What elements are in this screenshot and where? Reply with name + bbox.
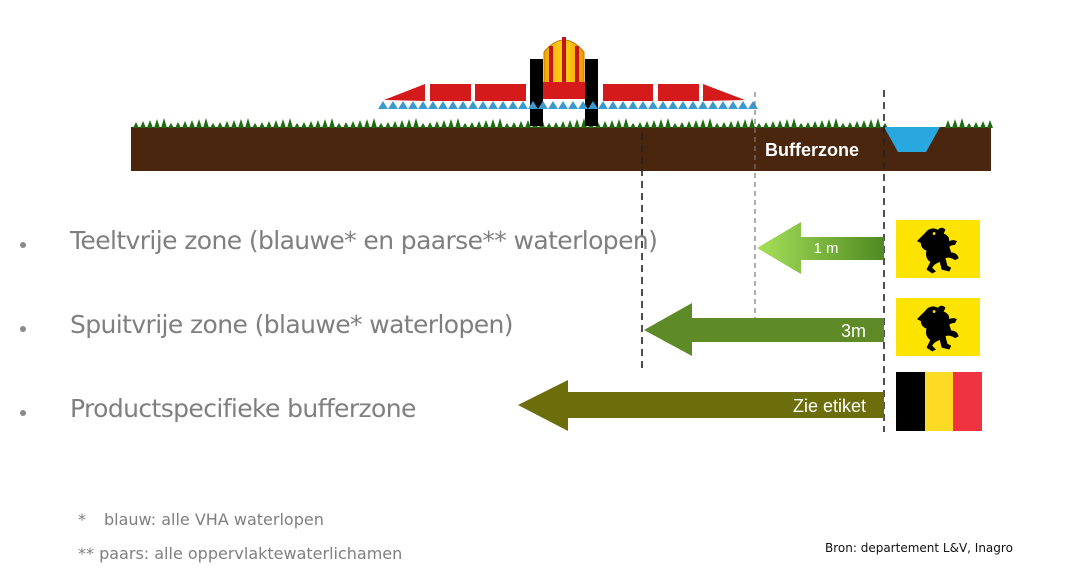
bullet-dot xyxy=(20,410,26,416)
belgium-flag-icon xyxy=(896,372,982,431)
arrow-3m xyxy=(644,303,884,356)
bullet-row-productspecifiek: Productspecifieke bufferzone xyxy=(0,394,700,434)
flanders-lion-flag-icon xyxy=(896,298,980,356)
bullet-text: Spuitvrije zone (blauwe* waterlopen) xyxy=(70,310,514,339)
source-credit: Bron: departement L&V, Inagro xyxy=(825,541,1013,555)
footnote-blauw: * blauw: alle VHA waterlopen xyxy=(78,510,324,529)
bufferzone-label: Bufferzone xyxy=(765,140,859,160)
arrow-product xyxy=(518,380,884,431)
sprayer-tractor xyxy=(378,37,758,126)
arrow-product-label: Zie etiket xyxy=(793,396,866,416)
footnote-mark: * xyxy=(78,510,86,529)
bullet-row-spuitvrije: Spuitvrije zone (blauwe* waterlopen) xyxy=(0,310,700,350)
footnote-text: paars: alle oppervlaktewaterlichamen xyxy=(99,544,403,563)
arrow-3m-label: 3m xyxy=(841,321,866,341)
footnote-paars: ** paars: alle oppervlaktewaterlichamen xyxy=(78,544,402,563)
soil-strip xyxy=(131,127,991,171)
grass xyxy=(133,118,993,128)
bullet-text: Productspecifieke bufferzone xyxy=(70,394,416,423)
bullet-text: Teeltvrije zone (blauwe* en paarse** wat… xyxy=(70,226,658,255)
arrow-1m xyxy=(757,222,884,274)
water-ditch xyxy=(884,127,940,152)
bullet-dot xyxy=(20,242,26,248)
bullet-row-teeltvrije: Teeltvrije zone (blauwe* en paarse** wat… xyxy=(0,226,700,266)
flanders-lion-flag-icon xyxy=(896,220,980,278)
bullet-dot xyxy=(20,326,26,332)
arrow-1m-label: 1 m xyxy=(813,240,838,257)
footnote-mark: ** xyxy=(78,544,94,563)
footnote-text: blauw: alle VHA waterlopen xyxy=(104,510,324,529)
